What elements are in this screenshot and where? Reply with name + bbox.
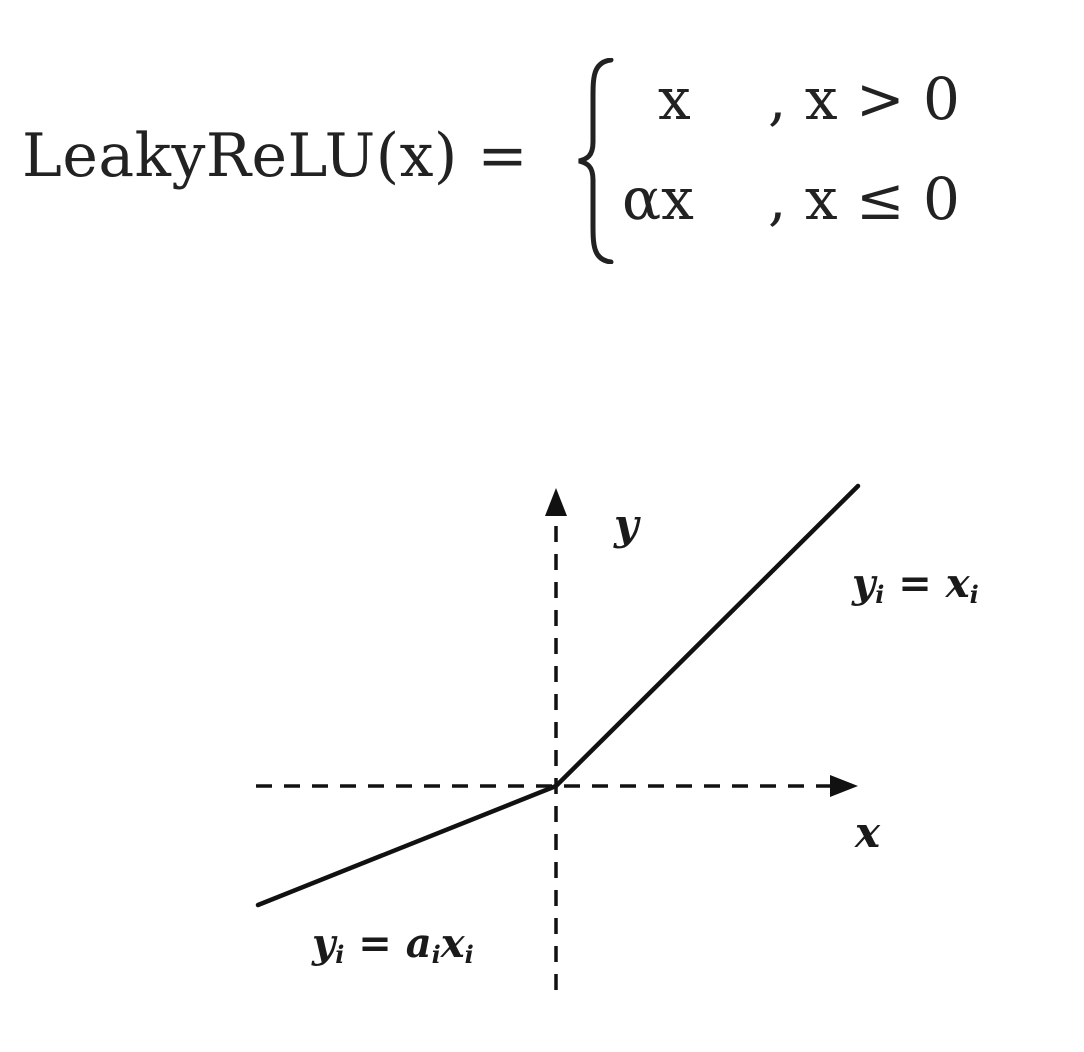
pos-lhs: y (852, 560, 876, 607)
x-axis-label: x (855, 808, 881, 857)
pos-rhs: x (945, 560, 970, 607)
neg-rhs-a: a (405, 920, 432, 967)
case-positive-condition: , x > 0 (768, 65, 960, 133)
case-positive-value: x (658, 65, 691, 133)
neg-eq: = (344, 920, 406, 967)
left-brace (578, 58, 614, 264)
x-axis-arrow-icon (830, 775, 858, 797)
neg-lhs-sub: i (335, 940, 345, 969)
neg-rhs-x-sub: i (464, 940, 474, 969)
pos-lhs-sub: i (875, 580, 885, 609)
negative-branch-line (255, 783, 559, 908)
positive-branch-line (553, 483, 861, 789)
neg-rhs-a-sub: i (431, 940, 441, 969)
negative-branch-label: yi = aixi (312, 920, 474, 969)
formula-lhs: LeakyReLU(x) = (22, 121, 529, 191)
case-negative-value: αx (622, 165, 694, 233)
pos-rhs-sub: i (969, 580, 979, 609)
y-axis-label: y (614, 500, 639, 549)
leaky-relu-formula: LeakyReLU(x) = x , x > 0 αx , x ≤ 0 (0, 0, 1084, 300)
case-negative-condition: , x ≤ 0 (768, 165, 960, 233)
neg-lhs: y (312, 920, 336, 967)
positive-branch-label: yi = xi (852, 560, 979, 609)
y-axis-arrow-icon (545, 488, 567, 516)
pos-eq: = (884, 560, 946, 607)
neg-rhs-x: x (440, 920, 465, 967)
